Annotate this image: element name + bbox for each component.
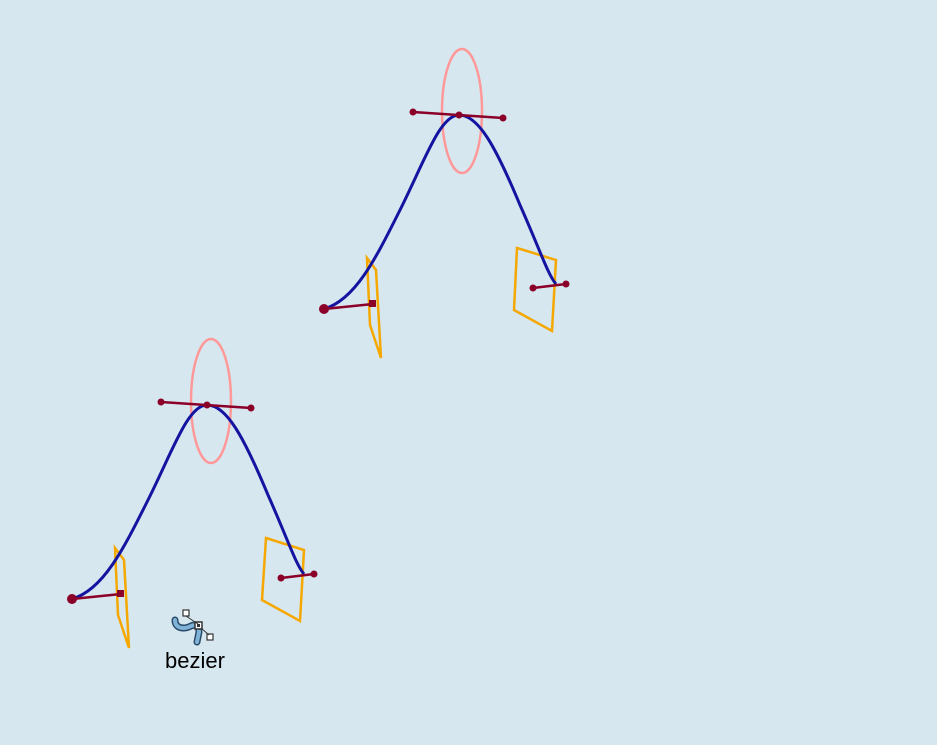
bezier-curve[interactable] <box>71 403 306 601</box>
start-handle-marker[interactable] <box>369 300 376 307</box>
bezier-object-upper[interactable] <box>319 47 570 359</box>
end-handle-right-point[interactable] <box>562 280 570 288</box>
start-plane-quad <box>113 544 131 649</box>
bezier-curve[interactable] <box>323 113 558 311</box>
start-control-point[interactable] <box>319 304 329 314</box>
apex-ellipse <box>189 337 233 465</box>
apex-handle-right-point[interactable] <box>247 404 255 412</box>
end-tangent-handle[interactable] <box>532 282 567 290</box>
apex-handle-right-point[interactable] <box>499 114 507 122</box>
apex-control-point[interactable] <box>203 401 211 409</box>
bezier-object-lower[interactable] <box>67 337 318 649</box>
start-control-point[interactable] <box>67 594 77 604</box>
apex-ellipse <box>440 47 484 175</box>
end-tangent-handle[interactable] <box>280 572 315 580</box>
end-handle-left-point[interactable] <box>529 284 537 292</box>
start-tangent-handle[interactable] <box>323 302 374 311</box>
start-handle-marker[interactable] <box>117 590 124 597</box>
end-handle-left-point[interactable] <box>277 574 285 582</box>
bezier-curve-icon <box>171 609 214 646</box>
end-handle-right-point[interactable] <box>310 570 318 578</box>
bezier-item-label: bezier <box>165 648 225 673</box>
apex-control-point[interactable] <box>455 111 463 119</box>
apex-handle-left-point[interactable] <box>409 108 417 116</box>
start-tangent-handle[interactable] <box>71 592 122 601</box>
start-plane-quad <box>365 254 383 359</box>
apex-handle-left-point[interactable] <box>157 398 165 406</box>
bezier-desktop-item[interactable]: bezier <box>155 600 235 680</box>
